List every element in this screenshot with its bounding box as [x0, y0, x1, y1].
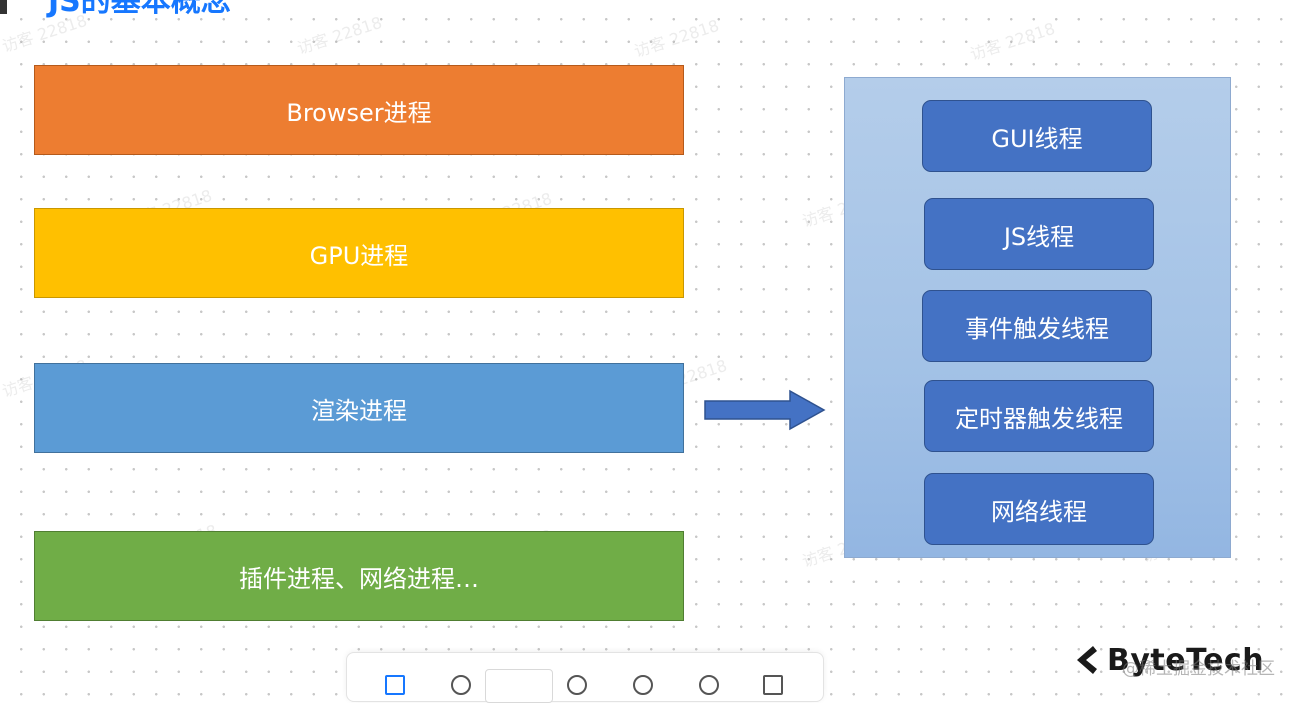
gui-thread-box: GUI线程 — [922, 100, 1152, 172]
next-icon[interactable] — [699, 675, 719, 695]
bytetech-logo-icon — [1077, 646, 1097, 674]
previous-icon[interactable] — [633, 675, 653, 695]
event-thread-label: 事件触发线程 — [965, 314, 1109, 343]
render-process-box: 渲染进程 — [34, 363, 684, 453]
browser-process-label: Browser进程 — [286, 98, 432, 127]
page-title: JS的基本概念 — [48, 0, 231, 19]
right-arrow-icon — [704, 389, 826, 431]
zoom-in-icon[interactable] — [567, 675, 587, 695]
page-number-input[interactable] — [485, 669, 553, 703]
fullscreen-icon[interactable] — [763, 675, 783, 695]
js-thread-label: JS线程 — [1003, 222, 1075, 251]
slide-toolbar — [346, 652, 824, 703]
gui-thread-label: GUI线程 — [991, 124, 1083, 153]
grid-view-icon[interactable] — [385, 675, 405, 695]
browser-process-box: Browser进程 — [34, 65, 684, 155]
bytetech-logo: ByteTech — [1075, 640, 1264, 680]
plugin-process-label: 插件进程、网络进程… — [239, 564, 479, 593]
watermark: 访客 22818 — [967, 18, 1058, 65]
watermark: 访客 22818 — [294, 12, 385, 59]
logo-text: ByteTech — [1107, 642, 1265, 678]
gpu-process-label: GPU进程 — [309, 241, 409, 270]
render-process-label: 渲染进程 — [311, 396, 407, 425]
plugin-process-box: 插件进程、网络进程… — [34, 531, 684, 621]
js-thread-box: JS线程 — [924, 198, 1154, 270]
timer-thread-label: 定时器触发线程 — [955, 404, 1123, 433]
timer-thread-box: 定时器触发线程 — [924, 380, 1154, 452]
zoom-out-icon[interactable] — [451, 675, 471, 695]
event-thread-box: 事件触发线程 — [922, 290, 1152, 362]
title-marker — [0, 0, 7, 14]
gpu-process-box: GPU进程 — [34, 208, 684, 298]
network-thread-box: 网络线程 — [924, 473, 1154, 545]
watermark: 访客 22818 — [631, 15, 722, 62]
community-watermark: @稀土掘金技术社区 — [1122, 659, 1275, 679]
network-thread-label: 网络线程 — [991, 497, 1087, 526]
